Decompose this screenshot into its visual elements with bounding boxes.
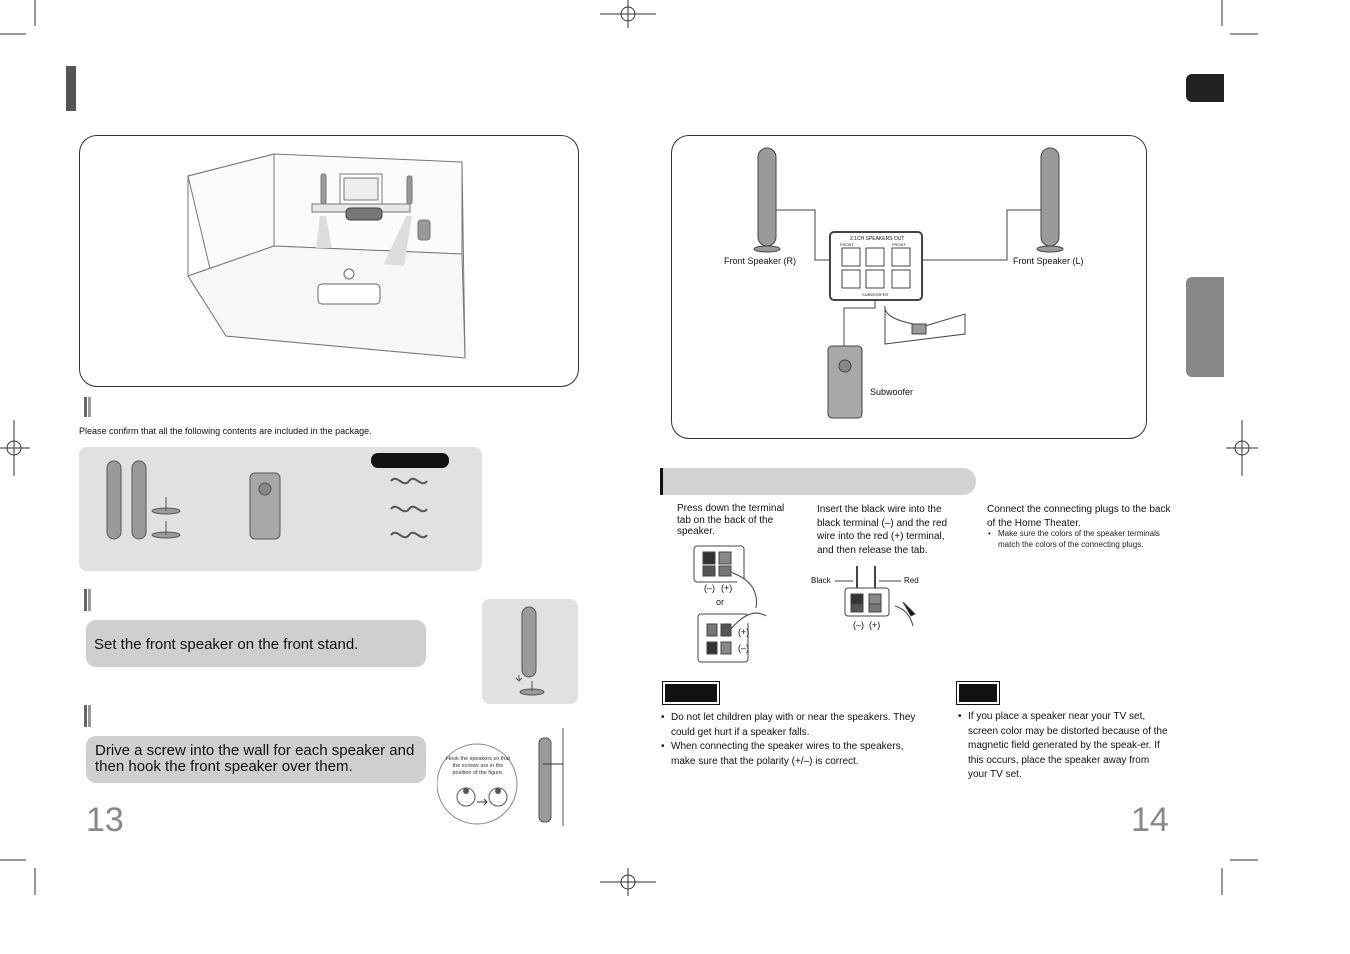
wire-label-red: Red <box>904 576 919 585</box>
hook-note: Hook the speakers so that the screws are… <box>446 756 510 776</box>
step-2-text: Insert the black wire into the black ter… <box>817 504 948 556</box>
step2-instruction: Drive a screw into the wall for each spe… <box>86 736 426 783</box>
step-3-bullet-text: Make sure the colors of the speaker term… <box>988 529 1168 550</box>
tab-label-or: or <box>716 597 725 607</box>
speaker-on-stand <box>515 606 545 696</box>
package-items <box>106 453 449 540</box>
connection-diagram-panel: Front Speaker (R) Front Speaker (L) Subw… <box>671 135 1147 439</box>
panel-subwoofer-label: SUBWOOFER <box>862 292 889 297</box>
label-front-speaker-right: Front Speaker (R) <box>724 256 797 266</box>
page-number-left: 13 <box>86 801 124 839</box>
page-number-right: 14 <box>1131 801 1169 839</box>
package-note: Please confirm that all the following co… <box>79 426 372 436</box>
terminal-tab-illustration <box>693 545 767 663</box>
note-list: If you place a speaker near your TV set,… <box>958 710 1170 783</box>
tab-label-minus-side: (–) <box>738 643 749 653</box>
section-marker-package <box>84 397 91 417</box>
panel-front-label-l: FRONT <box>892 242 906 247</box>
step-3-bullet: Make sure the colors of the speaker term… <box>988 529 1168 550</box>
step-3-text: Connect the connecting plugs to the back… <box>987 504 1171 529</box>
step-1-text: Press down the terminal tab on the back … <box>677 503 785 537</box>
label-front-speaker-left: Front Speaker (L) <box>1013 256 1084 266</box>
caution-item: When connecting the speaker wires to the… <box>661 740 921 769</box>
step1-instruction: Set the front speaker on the front stand… <box>86 620 426 667</box>
wire-label-minus: (–) <box>853 620 864 630</box>
tab-label-plus-side: (+) <box>738 627 750 637</box>
chapter-tab-top <box>1186 74 1224 102</box>
wire-label-plus: (+) <box>869 620 881 630</box>
note-badge <box>956 681 1000 705</box>
package-contents-box <box>79 447 482 571</box>
stand-illustration <box>482 599 578 704</box>
chapter-tab-side <box>1186 277 1224 377</box>
room-illustration <box>187 153 466 359</box>
hook-illustration: Hook the speakers so that the screws are… <box>437 728 579 828</box>
caution-item: Do not let children play with or near th… <box>661 711 921 740</box>
wire-insert-illustration <box>835 566 916 627</box>
panel-front-label-r: FRONT <box>840 242 854 247</box>
header-bar <box>66 66 76 111</box>
room-illustration-panel <box>79 135 579 387</box>
tab-label-minus: (–) <box>704 583 715 593</box>
note-item: If you place a speaker near your TV set,… <box>958 710 1170 783</box>
steps-header-bar <box>660 468 976 495</box>
step2-text: Drive a screw into the wall for each spe… <box>95 742 415 775</box>
caution-badge <box>662 681 720 705</box>
caution-list: Do not let children play with or near th… <box>661 711 921 769</box>
label-subwoofer: Subwoofer <box>870 387 914 397</box>
panel-title: 2.1CH SPEAKERS OUT <box>850 236 905 242</box>
step1-text: Set the front speaker on the front stand… <box>94 636 359 653</box>
wire-label-black: Black <box>811 576 831 585</box>
section-marker-step2 <box>84 705 91 727</box>
tab-label-plus: (+) <box>721 583 733 593</box>
connection-diagram <box>753 147 1064 419</box>
section-marker-step1 <box>84 589 91 611</box>
